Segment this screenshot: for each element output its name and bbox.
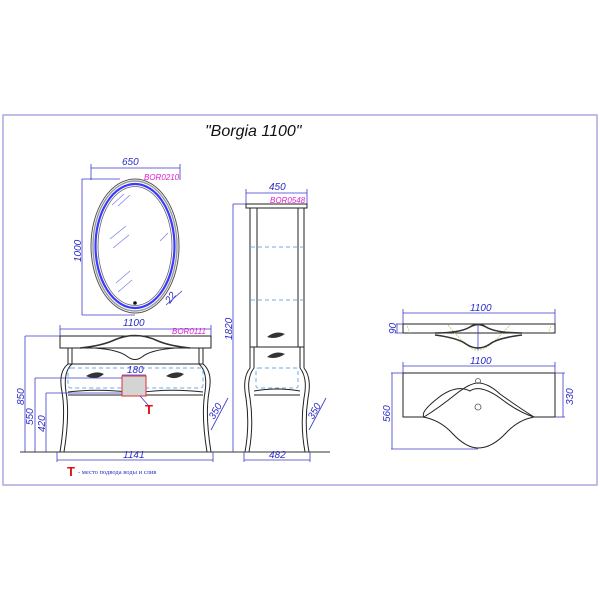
vanity-top-width-dim: 1100 [123, 318, 145, 329]
legend-marker: T [67, 464, 75, 479]
mirror-code: BOR0210 [144, 173, 180, 182]
service-zone [121, 375, 147, 397]
mirror-drawing: 650 1000 BOR0210 22 [73, 157, 183, 316]
drawing-frame [2, 114, 598, 486]
legend: T - место подвода воды и слив [67, 464, 156, 479]
column-code: BOR0548 [270, 196, 306, 205]
vanity-code: BOR0111 [172, 327, 206, 336]
column-height-dim: 1820 [224, 317, 235, 340]
vanity-total-height-dim: 850 [16, 388, 27, 405]
basin-side-drawing: 1100 90 [388, 303, 556, 351]
vanity-drawing: 1100 BOR0111 180 T 850 550 420 [16, 318, 240, 462]
basin-thickness-dim: 90 [388, 322, 399, 334]
vanity-550-dim: 550 [25, 408, 36, 425]
column-drawing: 450 BOR0548 1820 482 [224, 182, 330, 462]
legend-text: - место подвода воды и слив [78, 469, 156, 476]
column-depth-dim: 350 [306, 401, 324, 421]
service-zone-width-dim: 180 [127, 365, 144, 376]
column-base-width-dim: 482 [269, 450, 286, 461]
basin-top-width-dim: 1100 [470, 356, 492, 367]
mirror-width-dim: 650 [122, 157, 139, 168]
basin-side-width-dim: 1100 [470, 303, 492, 314]
vanity-base-width-dim: 1141 [123, 450, 145, 461]
basin-top-drawing: 1100 560 330 [382, 356, 576, 450]
drawing-title: "Borgia 1100" [205, 123, 303, 140]
column-width-dim: 450 [269, 182, 286, 193]
led-ring [94, 182, 176, 310]
touch-sensor-dot [133, 301, 137, 305]
mirror-depth-dim: 22 [163, 290, 179, 307]
vanity-depth-dim: 350 [207, 401, 225, 421]
basin-depth-dim: 560 [382, 405, 393, 422]
vanity-420-dim: 420 [37, 415, 48, 432]
mirror-height-dim: 1000 [73, 239, 84, 262]
service-marker: T [145, 402, 153, 417]
basin-back-depth-dim: 330 [565, 388, 576, 405]
